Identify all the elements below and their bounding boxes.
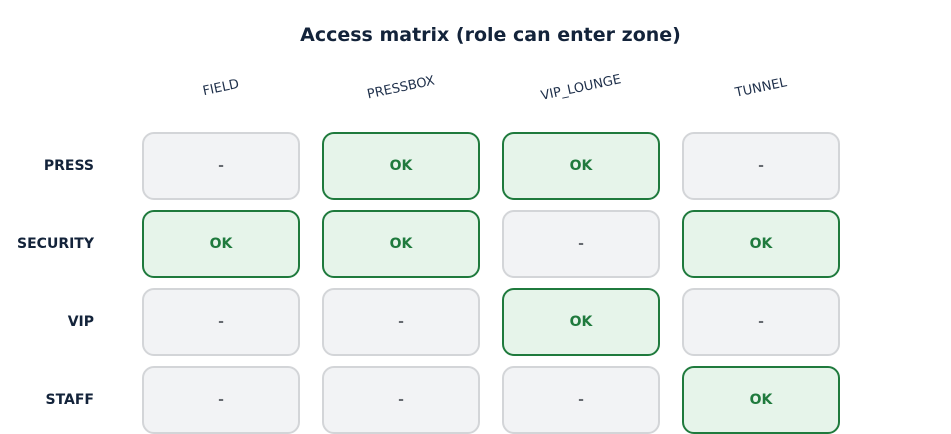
cell-security-pressbox: OK — [322, 210, 480, 278]
cell-security-field: OK — [142, 210, 300, 278]
cell-vip-field: - — [142, 288, 300, 356]
row-label-staff: STAFF — [45, 392, 94, 408]
cell-press-pressbox: OK — [322, 132, 480, 200]
cell-press-vip-lounge: OK — [502, 132, 660, 200]
cell-staff-tunnel: OK — [682, 366, 840, 434]
cell-press-field: - — [142, 132, 300, 200]
cell-security-tunnel: OK — [682, 210, 840, 278]
column-header-vip-lounge: VIP_LOUNGE — [539, 72, 623, 104]
cell-staff-pressbox: - — [322, 366, 480, 434]
cell-staff-vip-lounge: - — [502, 366, 660, 434]
cell-vip-tunnel: - — [682, 288, 840, 356]
row-label-vip: VIP — [67, 314, 94, 330]
cell-security-vip-lounge: - — [502, 210, 660, 278]
cell-vip-vip-lounge: OK — [502, 288, 660, 356]
column-header-tunnel: TUNNEL — [733, 75, 789, 101]
cell-vip-pressbox: - — [322, 288, 480, 356]
column-header-pressbox: PRESSBOX — [365, 73, 437, 103]
cell-press-tunnel: - — [682, 132, 840, 200]
row-label-press: PRESS — [43, 158, 94, 174]
row-label-security: SECURITY — [17, 236, 94, 252]
matrix-title: Access matrix (role can enter zone) — [300, 24, 681, 46]
column-header-field: FIELD — [201, 76, 241, 100]
cell-staff-field: - — [142, 366, 300, 434]
